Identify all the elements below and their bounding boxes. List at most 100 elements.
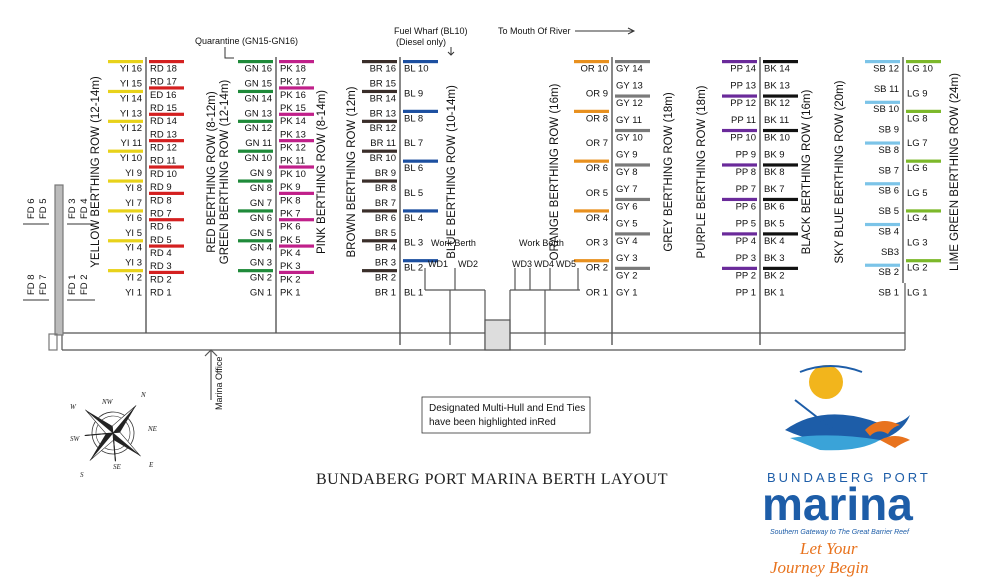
berth-rd9: RD 9 (150, 182, 172, 193)
berth-marker-rd14 (149, 112, 184, 116)
berth-marker-pp10 (722, 128, 757, 133)
berth-lg10: LG 10 (907, 64, 933, 75)
berth-bk8: BK 8 (764, 167, 785, 178)
berth-marker-bk12 (763, 94, 798, 98)
berth-sb3: SB3 (881, 247, 899, 258)
berth-marker-gy14 (615, 60, 650, 64)
berth-marker-gy4 (615, 232, 650, 236)
berth-marker-pk6 (279, 218, 314, 222)
logo-sun (809, 365, 843, 399)
berth-marker-rd18 (149, 60, 184, 64)
berth-gn7: GN 7 (250, 198, 272, 209)
berth-lg3: LG 3 (907, 238, 928, 249)
berth-yi9: YI 9 (125, 168, 142, 179)
berth-marker-pp14 (722, 60, 757, 64)
berth-rd8: RD 8 (150, 195, 172, 206)
berth-rd6: RD 6 (150, 222, 172, 233)
berth-gy12: GY 12 (616, 98, 643, 109)
berth-gn8: GN 8 (250, 183, 272, 194)
berth-pp4: PP 4 (736, 236, 756, 247)
berth-pp6: PP 6 (736, 201, 756, 212)
marina-logo (785, 365, 910, 451)
berth-lg4: LG 4 (907, 213, 928, 224)
berth-marker-sb8 (865, 141, 900, 145)
berth-yi10: YI 10 (120, 153, 142, 164)
berth-sb4: SB 4 (878, 226, 899, 237)
berth-pp3: PP 3 (736, 253, 756, 264)
berth-gn16: GN 16 (245, 64, 272, 75)
berth-br13: BR 13 (370, 108, 396, 119)
berth-pk5: PK 5 (280, 235, 301, 246)
berth-bk9: BK 9 (764, 150, 785, 161)
row-title-11: LIME GREEN BERTHING ROW (24m) (949, 73, 961, 271)
work-berth-wd4: WD4 (534, 259, 554, 269)
berth-yi2: YI 2 (125, 273, 142, 284)
fd-5: FD 5 (38, 198, 49, 219)
berth-yi15: YI 15 (120, 78, 142, 89)
row-title-1: RED BERTHING ROW (8-12m) (206, 91, 218, 253)
compass-rose (84, 404, 142, 462)
berth-gn6: GN 6 (250, 213, 272, 224)
berth-lg2: LG 2 (907, 263, 928, 274)
berth-br4: BR 4 (375, 243, 396, 254)
berth-or2: OR 2 (586, 263, 608, 274)
berth-pk13: PK 13 (280, 129, 306, 140)
berth-marker-yi6 (108, 209, 143, 213)
marina-office-label: Marina Office (214, 357, 224, 410)
berth-gn13: GN 13 (245, 108, 272, 119)
berth-rd13: RD 13 (150, 129, 177, 140)
compass-s: S (80, 471, 84, 479)
berth-br11: BR 11 (370, 138, 396, 149)
to-mouth-arrow (575, 27, 636, 35)
berth-rd15: RD 15 (150, 103, 177, 114)
logo-dolphin (865, 421, 900, 436)
berth-gy9: GY 9 (616, 150, 637, 161)
berth-marker-gy10 (615, 128, 650, 133)
berth-or3: OR 3 (586, 238, 608, 249)
berth-marker-pp2 (722, 266, 757, 270)
berth-marker-lg8 (906, 109, 941, 113)
berth-marker-bk10 (763, 128, 798, 133)
berth-marker-br14 (362, 89, 397, 94)
berth-br7: BR 7 (375, 198, 396, 209)
logo-tagline: Southern Gateway to The Great Barrier Re… (770, 529, 910, 536)
berth-marker-br12 (362, 119, 397, 123)
berth-rd7: RD 7 (150, 208, 172, 219)
berth-bk12: BK 12 (764, 98, 790, 109)
berth-marker-or4 (574, 209, 609, 213)
berth-br12: BR 12 (370, 123, 396, 134)
berth-pk17: PK 17 (280, 77, 306, 88)
berth-marker-rd2 (149, 270, 184, 275)
berth-sb1: SB 1 (878, 288, 899, 299)
berth-marker-yi2 (108, 269, 143, 273)
berth-or5: OR 5 (586, 188, 608, 199)
berth-gn12: GN 12 (245, 123, 272, 134)
multihull-note-line2: have been highlighted inRed (429, 417, 556, 428)
berth-pk8: PK 8 (280, 195, 301, 206)
berth-pp14: PP 14 (730, 64, 756, 75)
compass-e: E (148, 461, 154, 469)
berth-yi4: YI 4 (125, 243, 142, 254)
berth-pp2: PP 2 (736, 270, 756, 281)
berth-gn4: GN 4 (250, 243, 272, 254)
fd-labels (23, 223, 95, 301)
row-title-0: YELLOW BERTHING ROW (12-14m) (90, 76, 102, 268)
berth-rd5: RD 5 (150, 235, 172, 246)
berth-marker-bl2 (403, 259, 438, 263)
berth-lg9: LG 9 (907, 88, 928, 99)
berth-gy10: GY 10 (616, 132, 643, 143)
row-title-5: BLUE BERTHING ROW (10-14m) (446, 85, 458, 259)
row-title-6: ORANGE BERTHING ROW (16m) (549, 83, 561, 260)
row-title-4: BROWN BERTHING ROW (12m) (346, 86, 358, 257)
berth-marker-bk4 (763, 232, 798, 236)
multihull-note-line1: Designated Multi-Hull and End Ties (429, 403, 585, 414)
berth-lg7: LG 7 (907, 138, 928, 149)
berth-marker-gn4 (238, 239, 273, 243)
multihull-note-box (421, 396, 591, 434)
berth-gy1: GY 1 (616, 288, 637, 299)
berth-marker-or6 (574, 159, 609, 163)
berth-bl9: BL 9 (404, 88, 423, 99)
berth-marker-gn12 (238, 119, 273, 123)
berth-yi13: YI 13 (120, 108, 142, 119)
